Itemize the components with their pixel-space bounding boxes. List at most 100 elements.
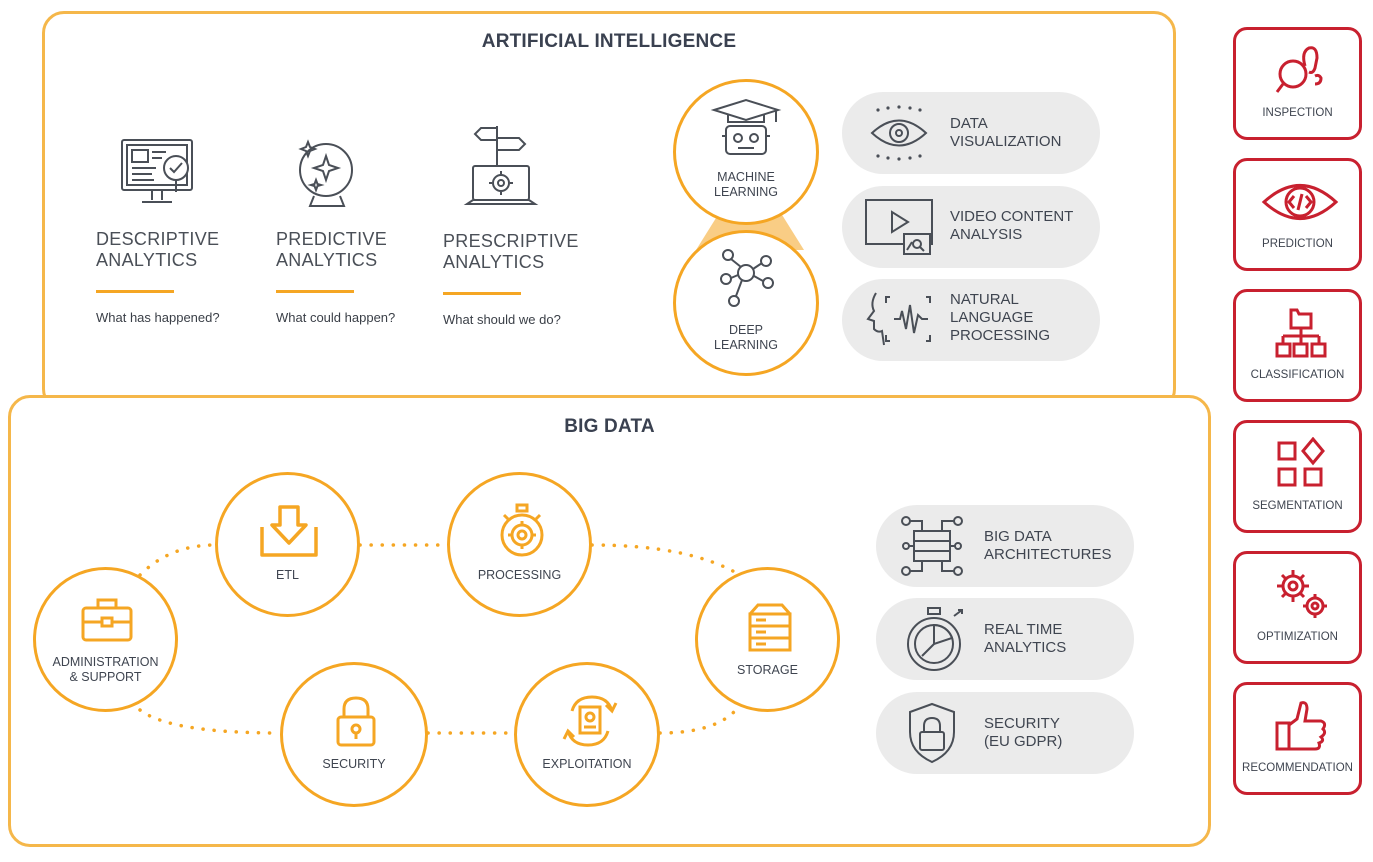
prediction-label: PREDICTION: [1262, 238, 1333, 250]
predictive-analytics-title: PREDICTIVE ANALYTICS: [276, 229, 387, 271]
briefcase-icon: [81, 598, 133, 642]
stopwatch-chart-icon: [907, 607, 963, 671]
descriptive-question: What has happened?: [96, 310, 220, 325]
bigdata-node-storage: STORAGE: [695, 567, 840, 712]
deep-learning-circle: DEEP LEARNING: [673, 230, 819, 376]
capability-optimization: OPTIMIZATION: [1233, 551, 1362, 664]
segmentation-label: SEGMENTATION: [1252, 500, 1343, 512]
bigdata-node-etl: ETL: [215, 472, 360, 617]
optimization-label: OPTIMIZATION: [1257, 631, 1338, 643]
pill-video-content-analysis: VIDEO CONTENT ANALYSIS: [842, 186, 1100, 268]
descriptive-line2: ANALYTICS: [96, 250, 198, 270]
gears-icon: [1277, 570, 1327, 618]
recommendation-label: RECOMMENDATION: [1242, 762, 1353, 774]
laptop-signpost-icon: [463, 126, 539, 205]
video-content-analysis-label: VIDEO CONTENT ANALYSIS: [950, 208, 1073, 244]
ai-panel-title: ARTIFICIAL INTELLIGENCE: [481, 31, 737, 52]
predictive-question: What could happen?: [276, 310, 396, 325]
robot-graduate-icon: [710, 98, 782, 155]
capability-inspection: INSPECTION: [1233, 27, 1362, 140]
administration-label: ADMINISTRATION & SUPPORT: [36, 655, 175, 685]
real-time-analytics-label: REAL TIME ANALYTICS: [984, 621, 1066, 657]
eye-data-icon: [870, 105, 928, 161]
deep-learning-label: DEEP LEARNING: [676, 323, 816, 353]
download-tray-icon: [260, 505, 318, 557]
bda-line2: ARCHITECTURES: [984, 546, 1112, 563]
admin-line2: & SUPPORT: [69, 670, 142, 684]
security-node-label: SECURITY: [322, 757, 386, 771]
predictive-line1: PREDICTIVE: [276, 229, 388, 249]
data-visualization-label: DATA VISUALIZATION: [950, 115, 1061, 151]
nlp-line2: LANGUAGE: [950, 309, 1034, 326]
prescriptive-underline: [443, 292, 521, 295]
capability-recommendation: RECOMMENDATION: [1233, 682, 1362, 795]
vca-line2: ANALYSIS: [950, 226, 1023, 243]
neural-network-icon: [720, 249, 774, 307]
dl-line1: DEEP: [728, 323, 764, 337]
nlp-label: NATURAL LANGUAGE PROCESSING: [950, 291, 1050, 345]
video-player-icon: [865, 199, 933, 255]
descriptive-analytics-title: DESCRIPTIVE ANALYTICS: [96, 229, 219, 271]
pill-data-visualization: DATA VISUALIZATION: [842, 92, 1100, 174]
big-data-architectures-label: BIG DATA ARCHITECTURES: [984, 528, 1112, 564]
crystal-ball-icon: [298, 139, 353, 207]
vca-line1: VIDEO CONTENT: [950, 208, 1074, 225]
classification-label: CLASSIFICATION: [1250, 369, 1345, 381]
thumbs-up-icon: [1275, 701, 1327, 751]
ml-line1: MACHINE: [717, 170, 775, 184]
bda-line1: BIG DATA: [984, 528, 1052, 545]
processing-label: PROCESSING: [477, 568, 562, 582]
pill-security-gdpr: SECURITY (EU GDPR): [876, 692, 1134, 774]
prescriptive-line2: ANALYTICS: [443, 252, 545, 272]
capability-classification: CLASSIFICATION: [1233, 289, 1362, 402]
dv-line1: DATA: [950, 115, 988, 132]
gdpr-line1: SECURITY: [984, 715, 1060, 732]
ml-line2: LEARNING: [714, 185, 778, 199]
shield-lock-icon: [909, 702, 955, 764]
stopwatch-gear-icon: [500, 503, 544, 557]
folder-hierarchy-icon: [1275, 308, 1327, 358]
capability-prediction: PREDICTION: [1233, 158, 1362, 271]
server-stack-icon: [748, 603, 792, 652]
padlock-icon: [336, 696, 376, 747]
pill-big-data-architectures: BIG DATA ARCHITECTURES: [876, 505, 1134, 587]
machine-learning-label: MACHINE LEARNING: [676, 170, 816, 200]
nlp-line3: PROCESSING: [950, 327, 1051, 344]
nlp-line1: NATURAL: [950, 291, 1019, 308]
bigdata-node-exploitation: EXPLOITATION: [514, 662, 660, 807]
eye-code-icon: [1261, 184, 1339, 220]
dl-line2: LEARNING: [714, 338, 778, 352]
machine-learning-circle: MACHINE LEARNING: [673, 79, 819, 225]
report-cycle-icon: [562, 695, 618, 747]
magnifier-footprint-icon: [1275, 46, 1323, 93]
gdpr-line2: (EU GDPR): [984, 733, 1063, 750]
bigdata-panel-title: BIG DATA: [564, 416, 655, 437]
predictive-underline: [276, 290, 354, 293]
exploitation-label: EXPLOITATION: [542, 757, 632, 771]
bigdata-node-administration: ADMINISTRATION & SUPPORT: [33, 567, 178, 712]
rta-line1: REAL TIME: [984, 621, 1063, 638]
speaking-face-icon: [866, 292, 931, 346]
architecture-nodes-icon: [901, 516, 963, 576]
descriptive-line1: DESCRIPTIVE: [96, 229, 220, 249]
rta-line2: ANALYTICS: [984, 639, 1067, 656]
bigdata-node-processing: PROCESSING: [447, 472, 592, 617]
pill-real-time-analytics: REAL TIME ANALYTICS: [876, 598, 1134, 680]
security-gdpr-label: SECURITY (EU GDPR): [984, 715, 1062, 751]
prescriptive-question: What should we do?: [443, 312, 561, 327]
etl-label: ETL: [276, 568, 299, 582]
bigdata-node-security: SECURITY: [280, 662, 428, 807]
inspection-label: INSPECTION: [1262, 107, 1333, 119]
prescriptive-analytics-title: PRESCRIPTIVE ANALYTICS: [443, 231, 579, 273]
storage-label: STORAGE: [737, 663, 798, 677]
prescriptive-line1: PRESCRIPTIVE: [443, 231, 579, 251]
admin-line1: ADMINISTRATION: [52, 655, 159, 669]
shapes-grid-icon: [1277, 437, 1325, 487]
predictive-line2: ANALYTICS: [276, 250, 378, 270]
descriptive-underline: [96, 290, 174, 293]
capability-segmentation: SEGMENTATION: [1233, 420, 1362, 533]
dv-line2: VISUALIZATION: [950, 133, 1062, 150]
pill-natural-language-processing: NATURAL LANGUAGE PROCESSING: [842, 279, 1100, 361]
monitor-checklist-icon: [121, 139, 193, 203]
